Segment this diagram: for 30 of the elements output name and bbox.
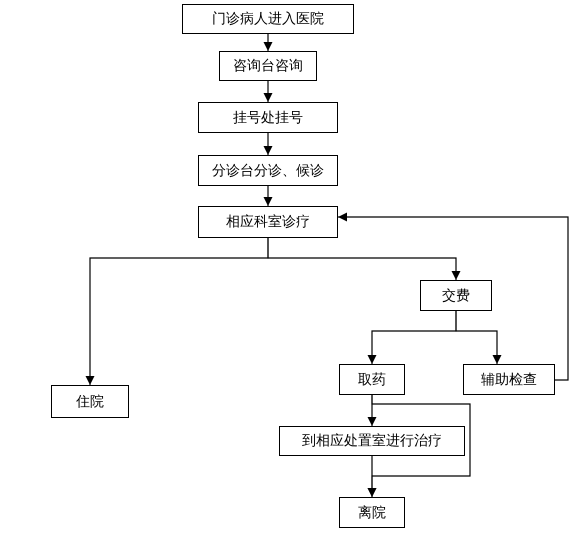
box-label: 门诊病人进入医院 — [212, 10, 324, 28]
box-label: 住院 — [76, 392, 104, 410]
arrow — [368, 456, 376, 497]
box-label: 分诊台分诊、候诊 — [212, 162, 324, 180]
box-label: 离院 — [358, 504, 386, 522]
arrow — [455, 311, 502, 364]
box-label: 相应科室诊疗 — [226, 213, 310, 231]
arrow — [264, 81, 272, 102]
arrow — [264, 34, 272, 51]
process-box — [339, 497, 405, 528]
process-box — [51, 385, 129, 418]
box-label: 到相应处置室进行治疗 — [302, 432, 442, 450]
arrow — [264, 133, 272, 155]
process-box — [279, 426, 465, 456]
process-box — [198, 102, 338, 133]
box-label: 咨询台咨询 — [233, 57, 303, 75]
box-label: 交费 — [442, 286, 470, 304]
process-box — [198, 155, 338, 186]
process-box — [463, 364, 555, 395]
arrow — [338, 212, 569, 381]
process-box — [219, 51, 317, 81]
arrow — [264, 186, 272, 206]
box-label: 挂号处挂号 — [233, 108, 303, 126]
arrow — [267, 238, 460, 280]
process-box — [420, 280, 492, 311]
process-box — [198, 206, 338, 238]
process-box — [339, 364, 405, 395]
box-label: 取药 — [358, 370, 386, 388]
box-label: 辅助检查 — [481, 370, 537, 388]
process-box — [182, 4, 354, 34]
